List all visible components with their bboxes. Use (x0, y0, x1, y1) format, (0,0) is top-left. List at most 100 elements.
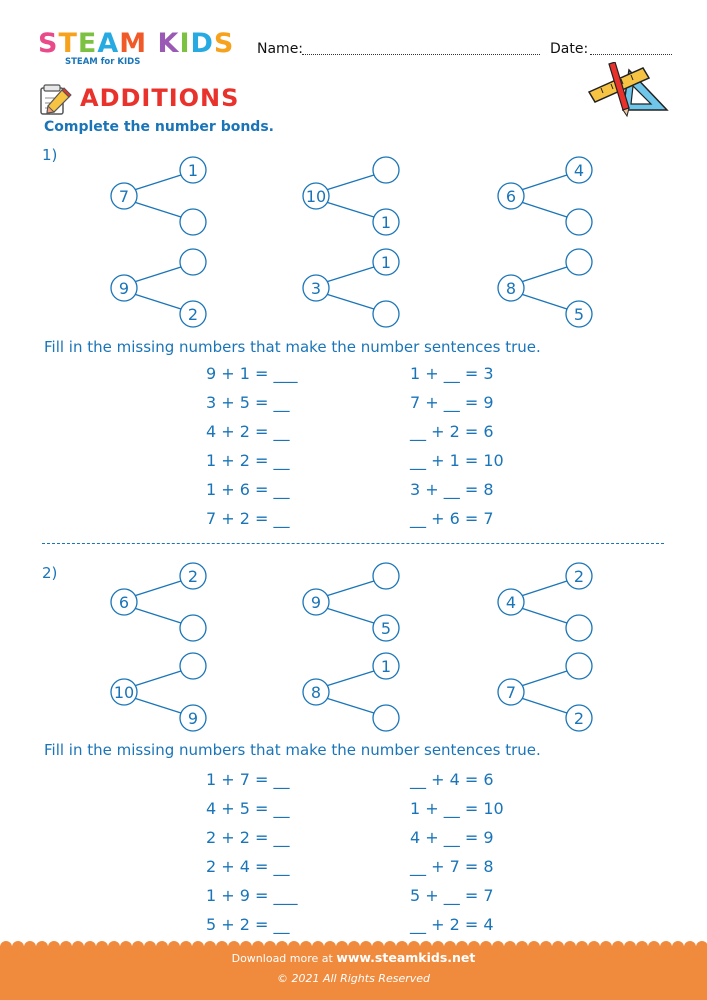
logo-letter: T (58, 28, 78, 59)
bond-part-bottom-circle[interactable] (565, 614, 593, 642)
equation-right[interactable]: __ + 1 = 10 (410, 451, 504, 470)
equation-left[interactable]: 1 + 9 = ___ (206, 886, 298, 905)
equation-left[interactable]: 4 + 5 = __ (206, 799, 290, 818)
section-2-label: 2) (42, 564, 58, 582)
bond-branch-line (133, 174, 182, 191)
logo-letter: A (97, 28, 120, 59)
equation-right[interactable]: __ + 4 = 6 (410, 770, 494, 789)
bond-part-top-circle: 1 (179, 156, 207, 184)
bond-whole-circle-value: 10 (306, 187, 326, 206)
equation-left[interactable]: 1 + 7 = __ (206, 770, 290, 789)
bond-whole-circle-value: 6 (119, 593, 129, 612)
bond-part-top-circle[interactable] (179, 652, 207, 680)
equation-left[interactable]: 5 + 2 = __ (206, 915, 290, 934)
bond-branch-line (133, 201, 182, 218)
bond-branch-line (325, 580, 375, 597)
bond-part-top-circle: 4 (565, 156, 593, 184)
logo-letter: M (119, 28, 148, 59)
worksheet-pencil-icon (40, 84, 72, 115)
bond-part-bottom-circle: 9 (179, 704, 207, 732)
bond-branch-line (520, 607, 568, 624)
equation-right[interactable]: __ + 7 = 8 (410, 857, 494, 876)
equation-left[interactable]: 1 + 2 = __ (206, 451, 290, 470)
bond-branch-line (520, 266, 568, 283)
bond-whole-circle-value: 4 (506, 593, 516, 612)
logo-tagline: STEAM for KIDS (65, 57, 141, 67)
bond-branch-line (325, 697, 375, 714)
bond-part-top-circle-value: 1 (188, 161, 198, 180)
equation-right[interactable]: 7 + __ = 9 (410, 393, 494, 412)
equation-right[interactable]: 1 + __ = 10 (410, 799, 504, 818)
bond-branch-line (520, 697, 568, 714)
bond-branch-line (325, 174, 375, 191)
bond-part-top-circle[interactable] (372, 562, 400, 590)
footer-download-prefix: Download more at (231, 952, 333, 965)
equation-right[interactable]: 4 + __ = 9 (410, 828, 494, 847)
steam-kids-logo: STEAM KIDS STEAM for KIDS (38, 29, 234, 68)
bond-whole-circle-value: 7 (119, 187, 129, 206)
bond-branch-line (325, 293, 375, 310)
equation-left[interactable]: 1 + 6 = __ (206, 480, 290, 499)
bond-part-top-circle[interactable] (179, 248, 207, 276)
logo-letter: D (190, 28, 214, 59)
bond-part-top-circle[interactable] (372, 156, 400, 184)
bond-part-top-circle[interactable] (565, 248, 593, 276)
bond-part-bottom-circle: 2 (565, 704, 593, 732)
bond-whole-circle: 9 (302, 588, 330, 616)
equation-right[interactable]: 5 + __ = 7 (410, 886, 494, 905)
logo-wordmark: STEAM KIDS (38, 29, 234, 59)
bond-branch-line (325, 670, 375, 687)
bond-branch-line (133, 697, 182, 714)
equation-right[interactable]: 1 + __ = 3 (410, 364, 494, 383)
equation-right[interactable]: __ + 6 = 7 (410, 509, 494, 528)
bond-branch-line (133, 266, 182, 283)
equation-left[interactable]: 2 + 2 = __ (206, 828, 290, 847)
equation-right[interactable]: __ + 2 = 6 (410, 422, 494, 441)
equation-left[interactable]: 4 + 2 = __ (206, 422, 290, 441)
bond-branch-line (133, 670, 182, 687)
bonds-instruction: Complete the number bonds. (44, 119, 274, 135)
bond-whole-circle-value: 9 (119, 279, 129, 298)
bond-part-bottom-circle[interactable] (372, 300, 400, 328)
bond-branch-line (520, 670, 568, 687)
date-field-line (590, 54, 672, 55)
logo-letter: S (213, 28, 235, 59)
bond-part-bottom-circle-value: 9 (188, 709, 198, 728)
bond-part-bottom-circle[interactable] (179, 208, 207, 236)
equation-left[interactable]: 2 + 4 = __ (206, 857, 290, 876)
bond-part-top-circle: 1 (372, 248, 400, 276)
page-title: ADDITIONS (80, 84, 240, 112)
bond-whole-circle: 7 (497, 678, 525, 706)
equation-right[interactable]: __ + 2 = 4 (410, 915, 494, 934)
logo-letter: S (38, 28, 59, 59)
bond-part-bottom-circle: 2 (179, 300, 207, 328)
bond-branch-line (325, 201, 375, 218)
bond-branch-line (520, 293, 568, 310)
bond-part-bottom-circle-value: 5 (381, 619, 391, 638)
bond-part-bottom-circle[interactable] (565, 208, 593, 236)
bond-whole-circle-value: 8 (506, 279, 516, 298)
bond-whole-circle: 10 (110, 678, 138, 706)
bond-whole-circle: 6 (497, 182, 525, 210)
bond-whole-circle-value: 9 (311, 593, 321, 612)
bond-branch-line (520, 174, 568, 191)
footer-banner (0, 941, 707, 1000)
equation-left[interactable]: 9 + 1 = ___ (206, 364, 298, 383)
bond-part-bottom-circle[interactable] (372, 704, 400, 732)
bond-whole-circle: 6 (110, 588, 138, 616)
equation-right[interactable]: 3 + __ = 8 (410, 480, 494, 499)
equation-left[interactable]: 3 + 5 = __ (206, 393, 290, 412)
bond-part-top-circle[interactable] (565, 652, 593, 680)
bond-part-top-circle: 2 (565, 562, 593, 590)
bond-part-top-circle-value: 2 (188, 567, 198, 586)
bond-part-bottom-circle[interactable] (179, 614, 207, 642)
logo-letter: E (77, 28, 98, 59)
bond-whole-circle-value: 8 (311, 683, 321, 702)
footer-site-link[interactable]: www.steamkids.net (336, 950, 476, 965)
equation-left[interactable]: 7 + 2 = __ (206, 509, 290, 528)
bond-whole-circle: 3 (302, 274, 330, 302)
bond-whole-circle-value: 3 (311, 279, 321, 298)
name-label: Name: (257, 41, 304, 57)
logo-letter: K (157, 28, 180, 59)
